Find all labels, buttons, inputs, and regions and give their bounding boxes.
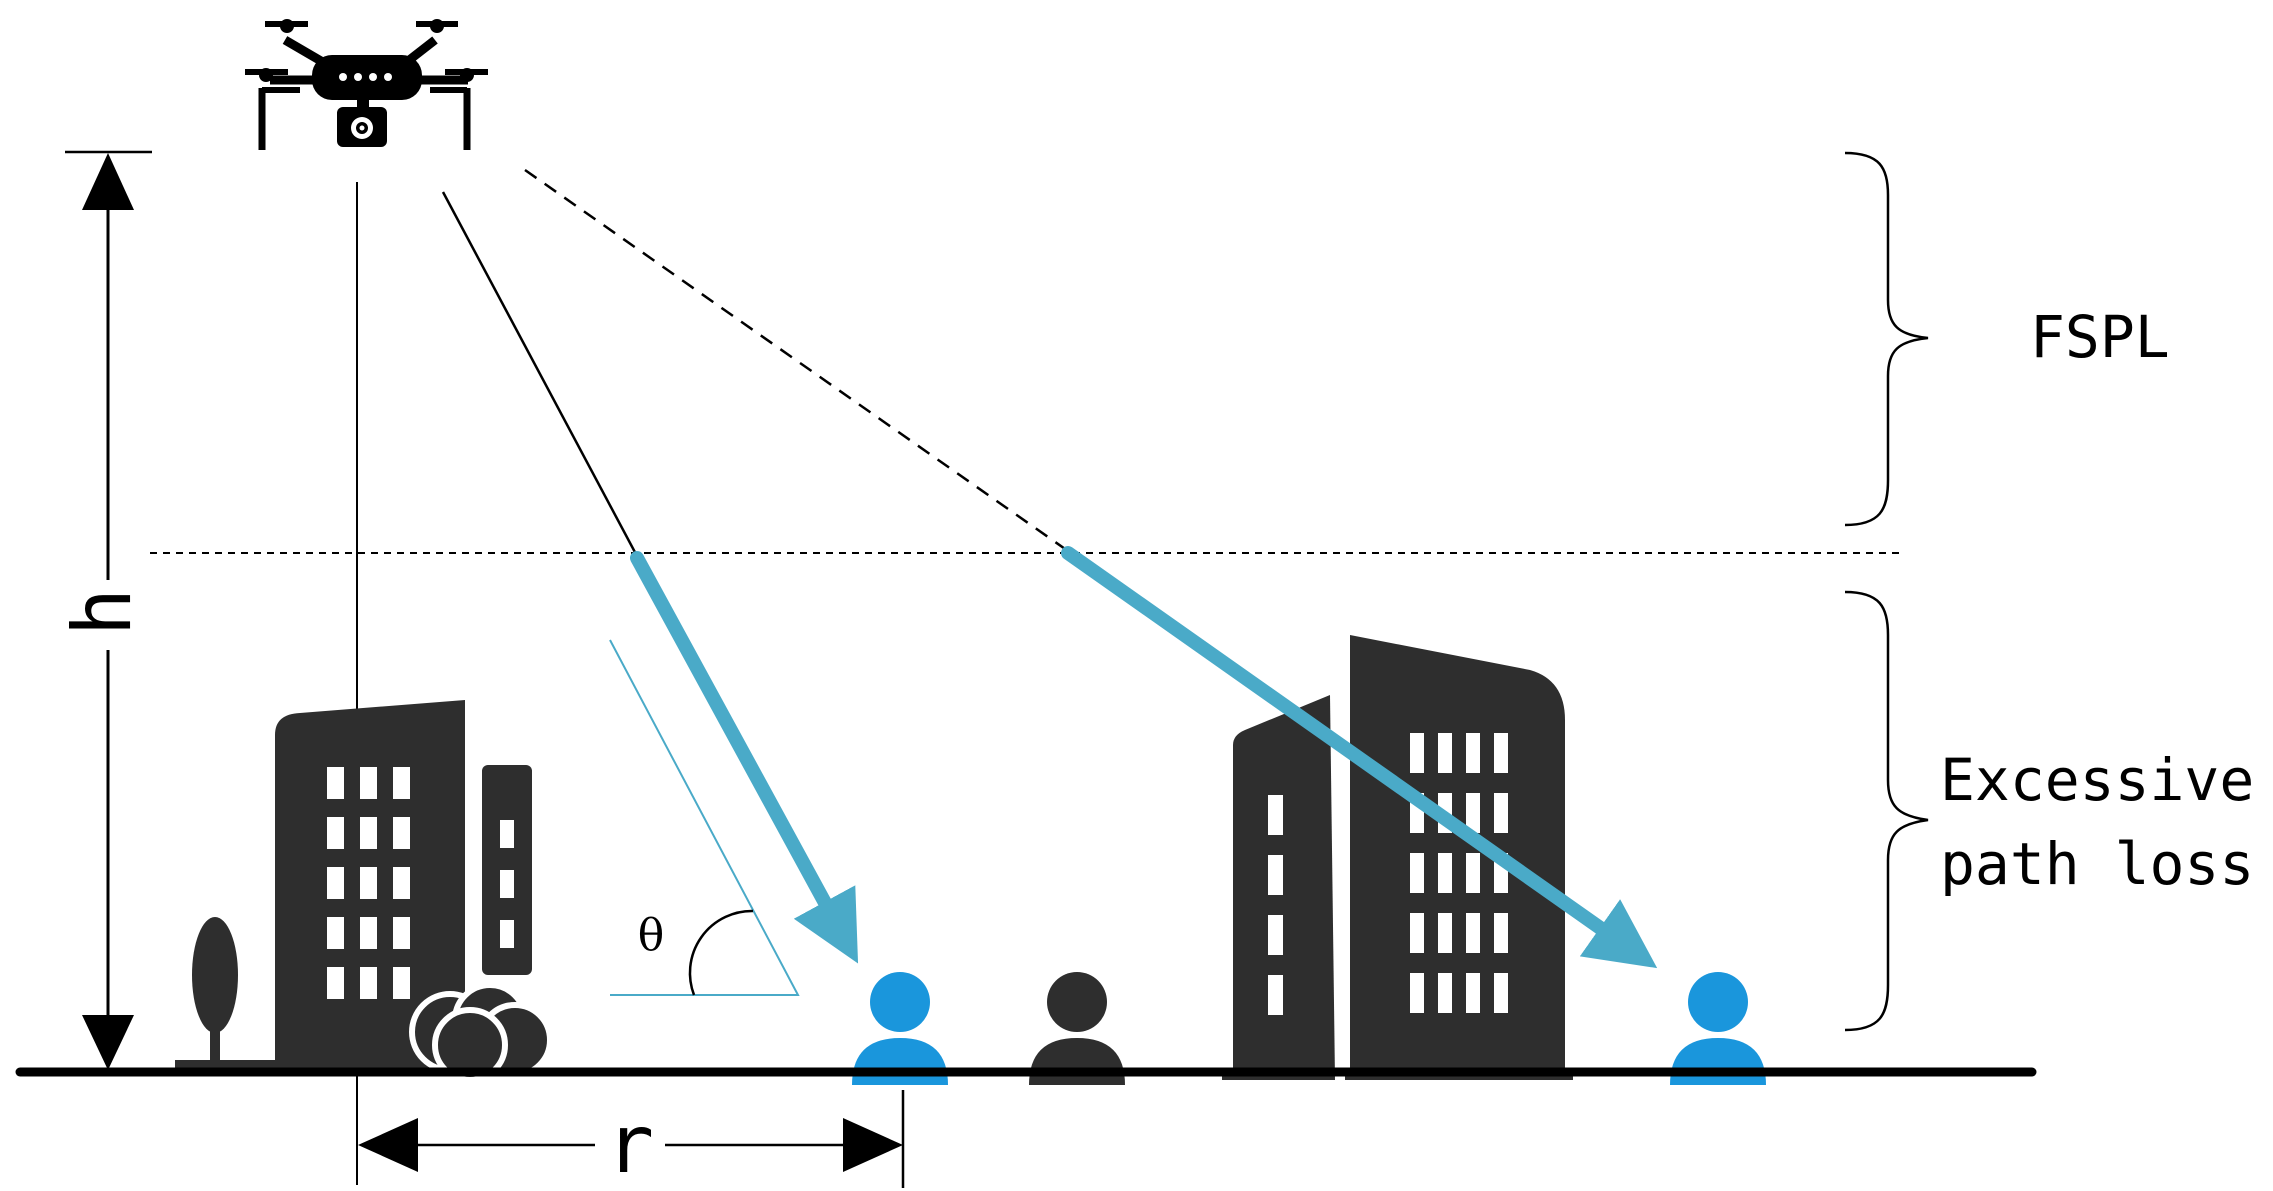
height-label: h [56, 588, 149, 636]
angle-label: θ [638, 910, 665, 961]
bush-icon [409, 982, 553, 1083]
angle-arc [688, 909, 754, 996]
fspl-label: FSPL [2030, 303, 2170, 371]
down-arrowhead [82, 1015, 134, 1070]
distance-dimension [358, 1090, 905, 1188]
signal-arrow-near [630, 551, 859, 964]
excessive-brace [1844, 590, 1929, 1032]
drone-icon [245, 19, 488, 150]
right-arrowhead [843, 1118, 903, 1172]
up-arrowhead [82, 153, 134, 210]
left-arrowhead [358, 1118, 418, 1172]
dashed-path-line [524, 168, 1069, 553]
fspl-brace [1844, 151, 1929, 527]
building-icon [1345, 635, 1573, 1080]
building-icon [482, 765, 532, 975]
signal-arrow-far [1061, 546, 1658, 969]
building-icon [1222, 695, 1335, 1080]
distance-label: r [606, 1098, 654, 1191]
angle-triangle [609, 639, 800, 996]
building-icon [275, 700, 465, 1070]
excessive-label-line1: Excessive [1940, 746, 2254, 814]
excessive-label-line2: path loss [1940, 830, 2254, 898]
tree-icon [175, 917, 285, 1072]
direct-path-line [441, 191, 639, 557]
height-dimension [65, 150, 152, 1070]
